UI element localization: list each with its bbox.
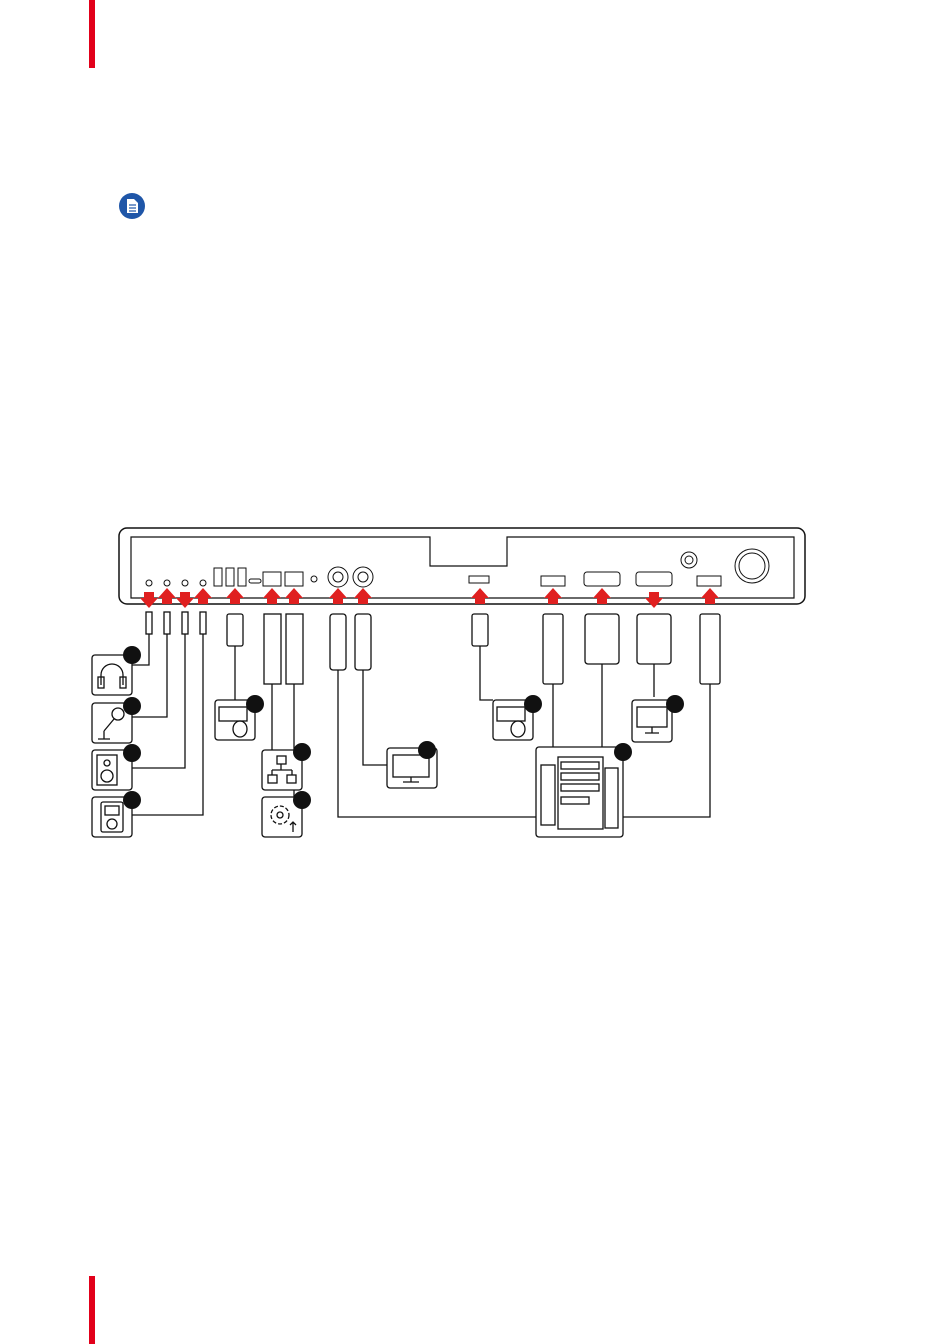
monitor-icon-dvi <box>632 700 672 742</box>
callout-computer <box>614 743 632 761</box>
rear-panel <box>119 528 805 604</box>
callout-microphone <box>123 697 141 715</box>
callout-service <box>293 791 311 809</box>
callout-network <box>293 743 311 761</box>
callout-dvi-monitor <box>666 695 684 713</box>
computer-tower-icon <box>536 747 623 837</box>
callout-audio-player <box>123 791 141 809</box>
callout-keyboard-mouse-left <box>246 695 264 713</box>
callout-headphones <box>123 646 141 664</box>
callout-speaker <box>123 744 141 762</box>
callout-sdi-monitor <box>418 741 436 759</box>
callout-keyboard-mouse-right <box>524 695 542 713</box>
